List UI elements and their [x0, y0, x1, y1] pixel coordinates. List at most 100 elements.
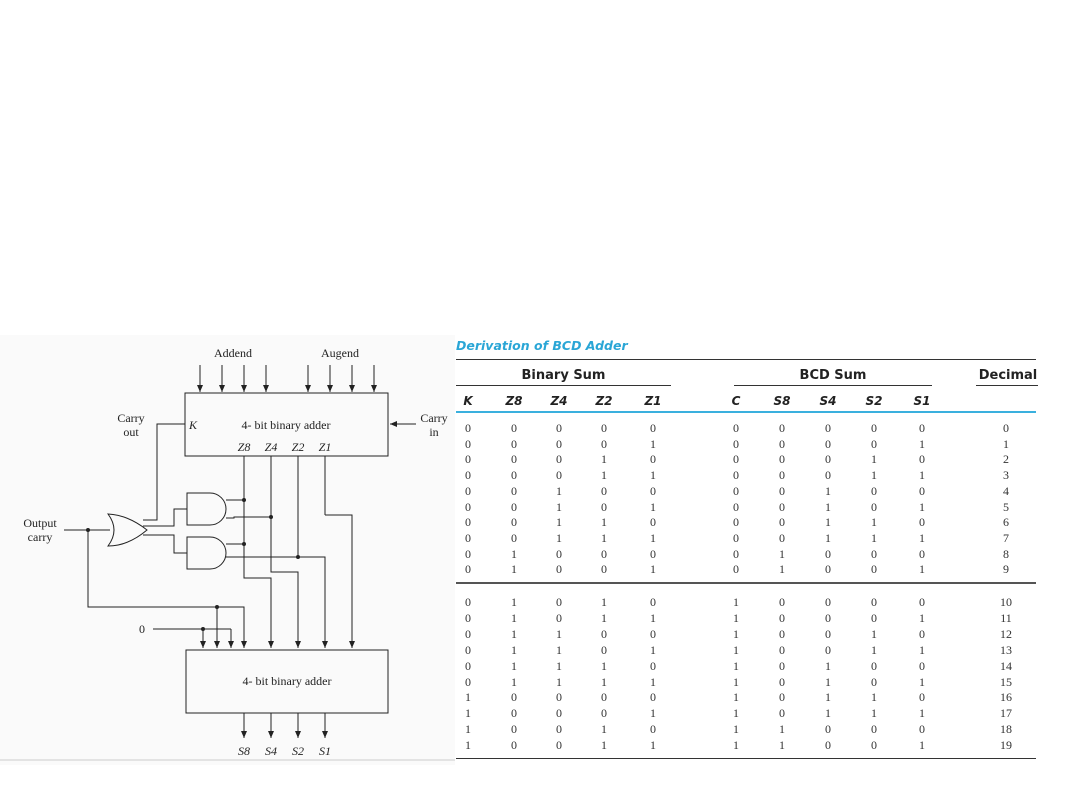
- table-cell: 0: [650, 722, 656, 737]
- table-cell: 1: [779, 722, 785, 737]
- table-cell: 0: [919, 546, 925, 561]
- table-cell: 1: [733, 674, 739, 689]
- table-cell: 1: [825, 658, 831, 673]
- table-cell: 1: [825, 706, 831, 721]
- col-header-z8: Z8: [505, 394, 523, 408]
- table-cell: 1: [733, 595, 739, 609]
- table-cell: 0: [825, 421, 831, 435]
- col-header-z2: Z2: [595, 394, 613, 408]
- table-cell: 1: [871, 626, 877, 641]
- table-cell: 0: [825, 738, 831, 753]
- table-cell: 0: [601, 562, 607, 577]
- decimal-cell: 13: [1000, 642, 1012, 657]
- table-cell: 0: [919, 421, 925, 435]
- s8-label: S8: [238, 744, 250, 758]
- table-cell: 1: [871, 452, 877, 467]
- col-header-s8: S8: [773, 394, 791, 408]
- junction-dot: [215, 605, 219, 609]
- table-cell: 0: [871, 562, 877, 577]
- table-cell: 1: [871, 642, 877, 657]
- table-cell: 0: [601, 499, 607, 514]
- table-cell: 0: [650, 546, 656, 561]
- table-cell: 0: [779, 515, 785, 530]
- table-cell: 0: [465, 610, 471, 625]
- table-cell: 0: [825, 468, 831, 483]
- table-cell: 1: [650, 468, 656, 483]
- decimal-cell: 16: [1000, 690, 1012, 705]
- table-cell: 0: [650, 595, 656, 609]
- table-cell: 1: [650, 706, 656, 721]
- k-label: K: [188, 418, 198, 432]
- decimal-cell: 4: [1003, 483, 1009, 498]
- table-cell: 1: [919, 674, 925, 689]
- table-cell: 0: [871, 483, 877, 498]
- table-cell: 0: [871, 421, 877, 435]
- table-cell: 0: [779, 674, 785, 689]
- table-cell: 0: [465, 642, 471, 657]
- table-cell: 1: [556, 530, 562, 545]
- table-cell: 1: [650, 499, 656, 514]
- table-cell: 0: [465, 595, 471, 609]
- table-cell: 0: [556, 738, 562, 753]
- and-gate-1: [186, 492, 227, 526]
- table-cell: 1: [556, 626, 562, 641]
- table-cell: 0: [650, 483, 656, 498]
- table-cell: 1: [650, 642, 656, 657]
- decimal-cell: 17: [1000, 706, 1012, 721]
- bcd-sum-header: BCD Sum: [799, 368, 867, 383]
- table-cell: 0: [511, 738, 517, 753]
- table-cell: 0: [465, 499, 471, 514]
- table-cell: 0: [919, 483, 925, 498]
- table-cell: 0: [919, 452, 925, 467]
- table-cell: 0: [871, 436, 877, 451]
- table-cell: 0: [779, 499, 785, 514]
- decimal-cell: 3: [1003, 468, 1009, 483]
- decimal-cell: 12: [1000, 626, 1012, 641]
- s4-label: S4: [265, 744, 277, 758]
- table-cell: 1: [650, 610, 656, 625]
- table-cell: 0: [465, 530, 471, 545]
- decimal-cell: 14: [1000, 658, 1012, 673]
- table-cell: 1: [511, 674, 517, 689]
- table-cell: 1: [601, 674, 607, 689]
- table-cell: 1: [465, 722, 471, 737]
- table-cell: 0: [779, 468, 785, 483]
- bcd-adder-circuit-diagram: Addend Augend 4- bit binary adder K Z8 Z…: [0, 335, 455, 765]
- table-cell: 0: [650, 658, 656, 673]
- decimal-header: Decimal: [978, 368, 1038, 383]
- z8-label: Z8: [238, 440, 251, 454]
- table-cell: 0: [601, 642, 607, 657]
- decimal-underline: [976, 385, 1038, 386]
- table-cell: 0: [511, 421, 517, 435]
- table-cell: 0: [556, 706, 562, 721]
- table-cell: 1: [511, 626, 517, 641]
- augend-label: Augend: [321, 346, 359, 360]
- table-cell: 1: [733, 690, 739, 705]
- table-cell: 0: [825, 626, 831, 641]
- table-cell: 0: [733, 546, 739, 561]
- table-cell: 0: [825, 562, 831, 577]
- table-cell: 1: [825, 690, 831, 705]
- decimal-cell: 19: [1000, 738, 1012, 753]
- binary-sum-header: Binary Sum: [521, 368, 606, 383]
- table-cell: 1: [919, 436, 925, 451]
- decimal-cell: 18: [1000, 722, 1012, 737]
- table-cell: 0: [733, 499, 739, 514]
- table-cell: 1: [825, 515, 831, 530]
- table-cell: 1: [871, 468, 877, 483]
- table-cell: 0: [779, 436, 785, 451]
- table-cell: 0: [871, 738, 877, 753]
- table-cell: 1: [465, 706, 471, 721]
- table-cell: 0: [779, 483, 785, 498]
- table-cell: 1: [919, 706, 925, 721]
- junction-dot: [86, 528, 90, 532]
- table-cell: 0: [779, 610, 785, 625]
- table-cell: 0: [465, 421, 471, 435]
- table-cell: 1: [601, 658, 607, 673]
- table-cell: 0: [465, 436, 471, 451]
- table-cell: 1: [919, 499, 925, 514]
- output-carry-label: Output: [23, 516, 57, 530]
- junction-dot: [242, 498, 246, 502]
- table-cell: 0: [511, 436, 517, 451]
- top-rule: [456, 359, 1036, 360]
